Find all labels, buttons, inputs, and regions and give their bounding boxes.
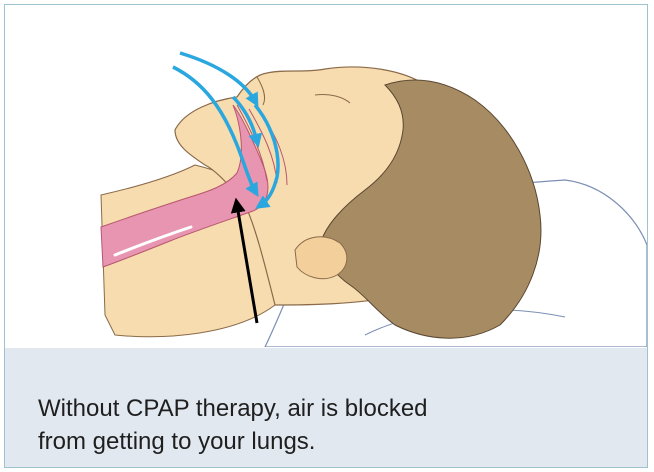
figure-card: Without CPAP therapy, air is blocked fro…: [4, 4, 648, 468]
sleep-apnea-illustration: [5, 5, 647, 347]
airway-diagram: [5, 5, 647, 347]
ear: [295, 237, 347, 279]
caption-text: Without CPAP therapy, air is blocked fro…: [38, 392, 598, 458]
caption-box: Without CPAP therapy, air is blocked fro…: [5, 348, 647, 467]
